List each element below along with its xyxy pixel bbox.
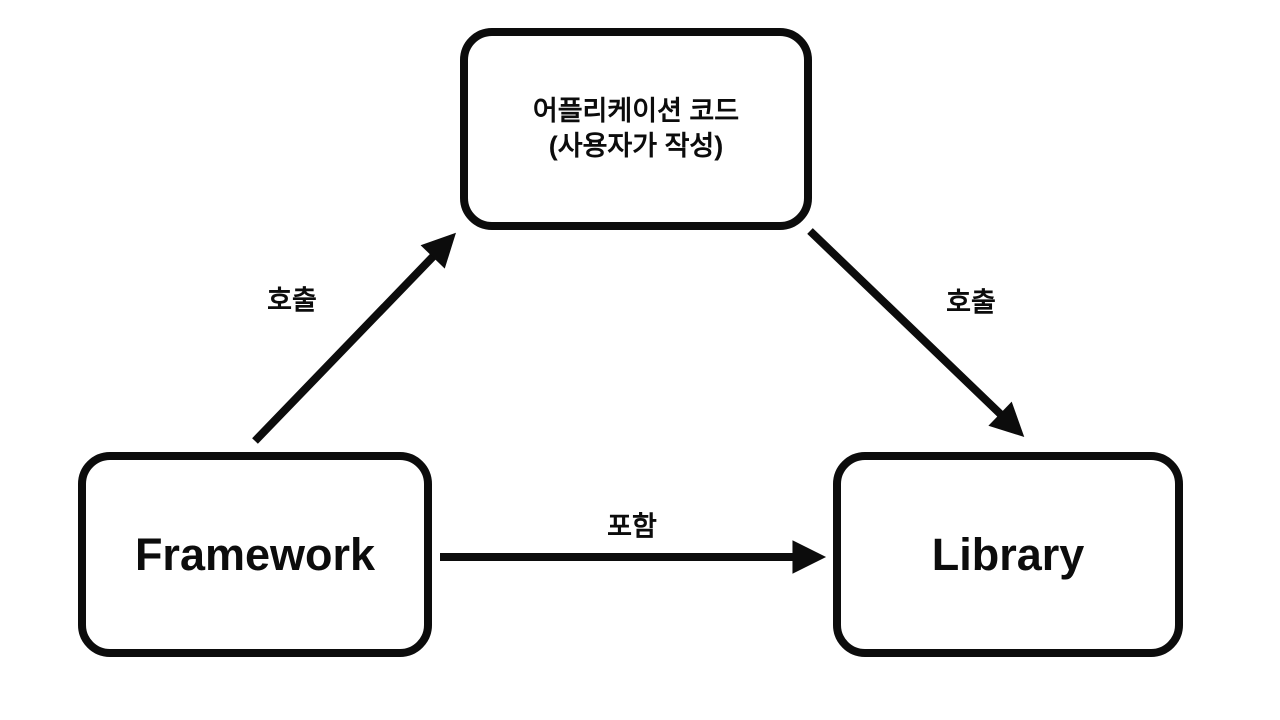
- library-label: Library: [931, 528, 1085, 580]
- arrow-framework-to-appcode: [252, 232, 457, 444]
- edge-label-call-framework-to-appcode: 호출: [267, 285, 317, 316]
- node-library: Library: [833, 452, 1183, 657]
- node-application-code: 어플리케이션 코드 (사용자가 작성): [460, 28, 812, 230]
- arrow-appcode-to-library: [807, 228, 1025, 437]
- application-code-label-line2: (사용자가 작성): [548, 131, 724, 161]
- application-code-label-line1: 어플리케이션 코드: [532, 96, 740, 127]
- edge-label-include-framework-to-library: 포함: [607, 511, 657, 542]
- edge-label-call-appcode-to-library: 호출: [946, 287, 996, 318]
- framework-label: Framework: [134, 528, 376, 580]
- node-framework: Framework: [78, 452, 432, 657]
